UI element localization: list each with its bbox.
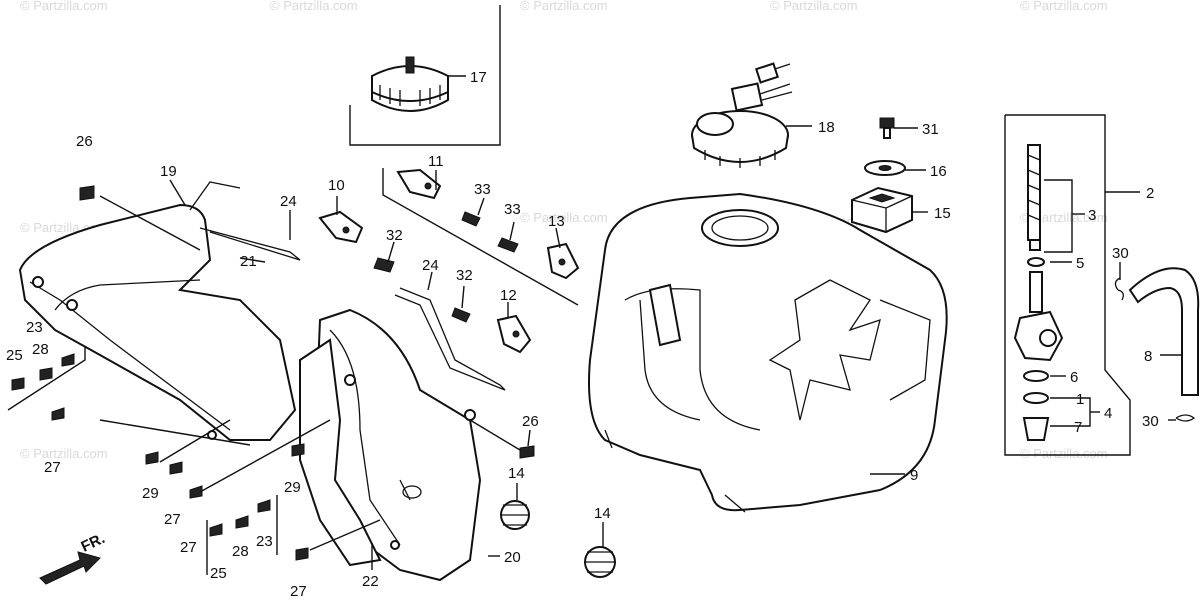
side-cover-22-part[interactable] bbox=[299, 338, 382, 567]
callout-25: 25 bbox=[210, 565, 227, 582]
screws-25-27-28-29-part[interactable] bbox=[11, 185, 535, 561]
callout-15: 15 bbox=[934, 205, 951, 222]
callout-23: 23 bbox=[256, 533, 273, 550]
bracket-11-part[interactable] bbox=[396, 168, 442, 200]
callout-27: 27 bbox=[44, 459, 61, 476]
group-bracket-lines bbox=[7, 5, 1131, 575]
callouts: 17 18 31 16 15 9 2 3 5 6 1 4 7 8 30 30 1… bbox=[6, 69, 1159, 600]
callout-3: 3 bbox=[1088, 207, 1096, 224]
washer-16-part[interactable] bbox=[864, 160, 906, 176]
watermark: © Partzilla.com bbox=[520, 210, 608, 225]
bracket-12-part[interactable] bbox=[496, 314, 532, 354]
fuel-cap-part[interactable] bbox=[371, 56, 449, 112]
watermark: © Partzilla.com bbox=[1020, 0, 1108, 13]
callout-32: 32 bbox=[456, 267, 473, 284]
cushion-15-part[interactable] bbox=[851, 186, 913, 234]
callout-22: 22 bbox=[362, 573, 379, 590]
watermark: © Partzilla.com bbox=[20, 446, 108, 461]
fuel-hose-8-part[interactable] bbox=[1128, 267, 1200, 396]
callout-30: 30 bbox=[1142, 413, 1159, 430]
callout-9: 9 bbox=[910, 467, 918, 484]
callout-16: 16 bbox=[930, 163, 947, 180]
direction-label: FR. bbox=[79, 530, 108, 556]
bracket-10-part[interactable] bbox=[318, 210, 364, 244]
watermark: © Partzilla.com bbox=[20, 0, 108, 13]
callout-17: 17 bbox=[470, 69, 487, 86]
watermark: © Partzilla.com bbox=[770, 0, 858, 13]
callout-32: 32 bbox=[386, 227, 403, 244]
callout-2: 2 bbox=[1146, 185, 1154, 202]
callout-27: 27 bbox=[180, 539, 197, 556]
bolt-31-part[interactable] bbox=[879, 117, 895, 139]
callout-21: 21 bbox=[240, 253, 257, 270]
callout-26: 26 bbox=[76, 133, 93, 150]
leader-lines bbox=[99, 75, 1182, 570]
watermark: © Partzilla.com bbox=[1020, 210, 1108, 225]
callout-31: 31 bbox=[922, 121, 939, 138]
callout-19: 19 bbox=[160, 163, 177, 180]
bracket-24-part[interactable] bbox=[189, 181, 506, 391]
callout-6: 6 bbox=[1070, 369, 1078, 386]
watermark: © Partzilla.com bbox=[270, 0, 358, 13]
callout-7: 7 bbox=[1074, 419, 1082, 436]
callout-4: 4 bbox=[1104, 405, 1112, 422]
callout-30: 30 bbox=[1112, 245, 1129, 262]
callout-27: 27 bbox=[164, 511, 181, 528]
callout-1: 1 bbox=[1076, 391, 1084, 408]
callout-12: 12 bbox=[500, 287, 517, 304]
callout-8: 8 bbox=[1144, 348, 1152, 365]
front-direction-arrow-icon bbox=[39, 551, 101, 585]
callout-33: 33 bbox=[474, 181, 491, 198]
locking-fuel-cap-part[interactable] bbox=[691, 62, 793, 168]
callout-25: 25 bbox=[6, 347, 23, 364]
callout-27: 27 bbox=[290, 583, 307, 600]
callout-24: 24 bbox=[422, 257, 439, 274]
callout-23: 23 bbox=[26, 319, 43, 336]
callout-29: 29 bbox=[284, 479, 301, 496]
hose-clips-30-part[interactable] bbox=[1114, 277, 1196, 422]
watermark: © Partzilla.com bbox=[520, 0, 608, 13]
callout-13: 13 bbox=[548, 213, 565, 230]
callout-28: 28 bbox=[232, 543, 249, 560]
callout-33: 33 bbox=[504, 201, 521, 218]
watermark: © Partzilla.com bbox=[1020, 446, 1108, 461]
callout-24: 24 bbox=[280, 193, 297, 210]
callout-28: 28 bbox=[32, 341, 49, 358]
nut-14-part[interactable] bbox=[500, 500, 616, 578]
callout-14: 14 bbox=[508, 465, 525, 482]
callout-11: 11 bbox=[428, 153, 444, 170]
bracket-13-part[interactable] bbox=[546, 242, 580, 280]
callout-10: 10 bbox=[328, 177, 345, 194]
fuel-valve-assembly-part[interactable] bbox=[1013, 144, 1064, 441]
callout-20: 20 bbox=[504, 549, 521, 566]
callout-5: 5 bbox=[1076, 255, 1084, 272]
callout-26: 26 bbox=[522, 413, 539, 430]
callout-18: 18 bbox=[818, 119, 835, 136]
shroud-19-part[interactable] bbox=[18, 203, 297, 441]
callout-14: 14 bbox=[594, 505, 611, 522]
bolts-32-33-part[interactable] bbox=[373, 211, 519, 323]
callout-29: 29 bbox=[142, 485, 159, 502]
fuel-tank-part[interactable] bbox=[588, 192, 948, 513]
